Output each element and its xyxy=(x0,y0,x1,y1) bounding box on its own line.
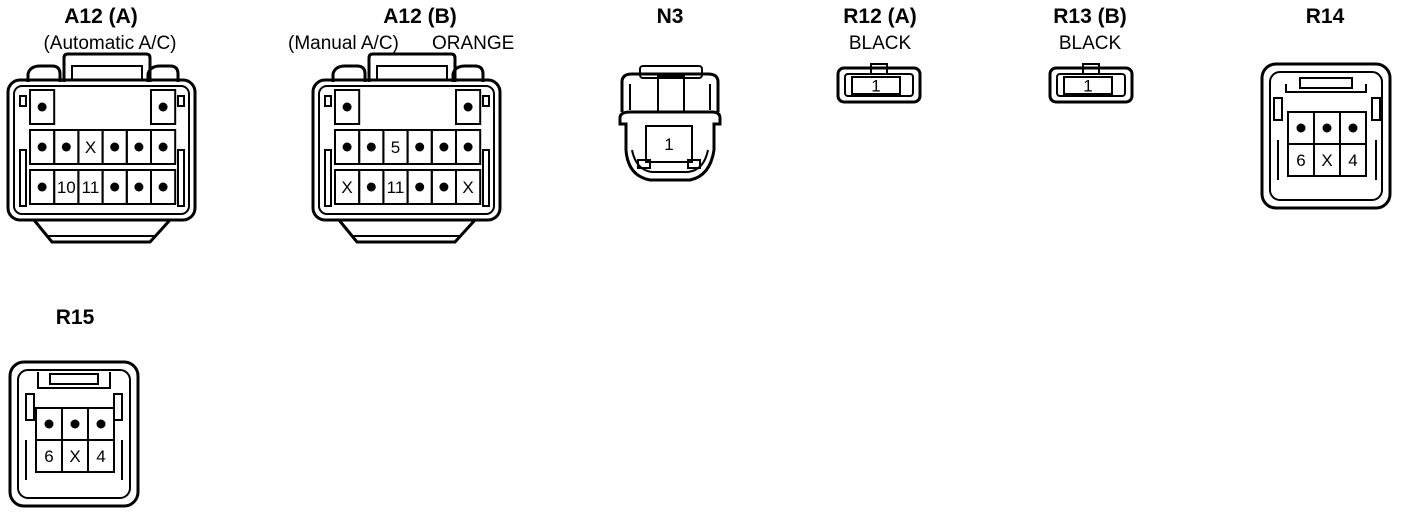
pin-dot xyxy=(1348,123,1358,133)
pin-dot xyxy=(37,182,47,192)
pin-dot xyxy=(342,142,352,152)
pin-dot xyxy=(70,419,80,429)
pin-dot xyxy=(134,142,144,152)
connector-title-r12a: R12 (A) xyxy=(843,5,917,28)
housing-outline xyxy=(836,63,922,104)
pin-cell xyxy=(87,439,115,473)
pin-dot xyxy=(61,142,71,152)
pin-unused-mark: X xyxy=(341,178,352,197)
pin-dot xyxy=(366,142,376,152)
pin-unused-mark: X xyxy=(69,447,80,466)
connector-n3: 1 xyxy=(618,65,722,182)
housing-outline xyxy=(8,360,140,508)
housing-outline xyxy=(618,65,722,182)
housing-outline xyxy=(1260,62,1392,210)
connector-note-a12a: (Automatic A/C) xyxy=(43,33,177,54)
pin-dot xyxy=(1322,123,1332,133)
connector-a12b: 5X 11 X xyxy=(311,52,502,244)
pin-number: 4 xyxy=(96,447,105,466)
pin-dot xyxy=(463,142,473,152)
pin-cell xyxy=(29,89,56,125)
connector-color-r13b: BLACK xyxy=(1058,33,1122,54)
pin-unused-mark: X xyxy=(85,138,96,157)
pin-cell xyxy=(851,76,901,95)
pin-dot xyxy=(1296,123,1306,133)
connector-color-r12a: BLACK xyxy=(848,33,912,54)
pin-cell xyxy=(150,129,177,165)
pin-dot xyxy=(110,142,120,152)
pin-dot xyxy=(44,419,54,429)
pin-cell xyxy=(645,125,693,163)
pin-cell xyxy=(1339,143,1367,177)
pin-cell xyxy=(455,129,482,165)
pin-cell xyxy=(150,89,177,125)
pin-dot xyxy=(415,142,425,152)
pin-dot xyxy=(439,142,449,152)
pin-dot xyxy=(110,182,120,192)
housing-outline xyxy=(311,52,502,244)
pin-cell xyxy=(455,89,482,125)
pin-dot xyxy=(439,182,449,192)
pin-number: 11 xyxy=(387,178,405,197)
connector-title-a12b: A12 (B) xyxy=(383,5,457,28)
connector-r13b: 1 xyxy=(1048,63,1134,104)
connector-color-a12b: ORANGE xyxy=(432,33,515,54)
connector-title-r13b: R13 (B) xyxy=(1053,5,1127,28)
housing-outline xyxy=(6,52,197,244)
pin-dot xyxy=(158,142,168,152)
pin-cell xyxy=(334,89,361,125)
pin-unused-mark: X xyxy=(462,178,473,197)
connector-title-a12a: A12 (A) xyxy=(64,5,138,28)
pin-dot xyxy=(158,102,168,112)
connector-title-r15: R15 xyxy=(55,306,95,329)
pin-number: 1 xyxy=(664,135,673,154)
connector-title-n3: N3 xyxy=(656,5,684,28)
pin-dot xyxy=(158,182,168,192)
housing-outline xyxy=(1048,63,1134,104)
connector-title-r14: R14 xyxy=(1305,5,1345,28)
pin-cell xyxy=(455,169,482,205)
pin-dot xyxy=(415,182,425,192)
pin-unused-mark: X xyxy=(1321,151,1332,170)
connector-note-a12b: (Manual A/C) xyxy=(288,33,399,54)
connector-a12a: X 10 11 xyxy=(6,52,197,244)
pin-number: 4 xyxy=(1348,151,1357,170)
pin-number: 5 xyxy=(391,138,400,157)
pin-cell xyxy=(1063,76,1113,95)
pin-dot xyxy=(37,102,47,112)
connector-r12a: 1 xyxy=(836,63,922,104)
pin-number: 11 xyxy=(82,178,100,197)
pin-number: 6 xyxy=(1296,151,1305,170)
pin-dot xyxy=(37,142,47,152)
pin-cell xyxy=(150,169,177,205)
pin-dot xyxy=(463,102,473,112)
pin-dot xyxy=(134,182,144,192)
pin-number: 1 xyxy=(1083,77,1092,96)
pin-number: 1 xyxy=(871,77,880,96)
pin-dot xyxy=(366,182,376,192)
pin-dot xyxy=(96,419,106,429)
pin-number: 10 xyxy=(57,178,76,197)
pin-dot xyxy=(342,102,352,112)
pin-number: 6 xyxy=(44,447,53,466)
